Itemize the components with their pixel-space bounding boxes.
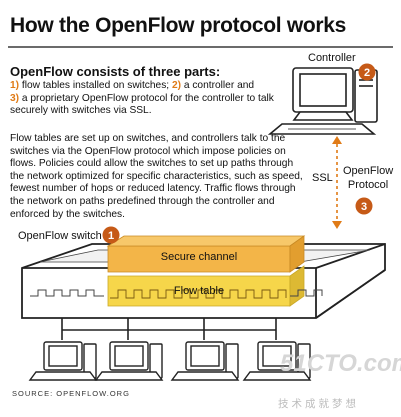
description-paragraph: Flow tables are set up on switches, and … bbox=[10, 133, 303, 220]
workstation-icon bbox=[170, 341, 240, 381]
watermark-tagline: 技术成就梦想 bbox=[278, 398, 359, 410]
badge-1-icon: 1 bbox=[102, 226, 120, 244]
secure-channel-label: Secure channel bbox=[160, 251, 238, 263]
title-divider bbox=[8, 46, 393, 48]
badge-3-icon: 3 bbox=[355, 197, 373, 215]
arrow-up-icon bbox=[332, 136, 342, 144]
part-number-1: 1) bbox=[10, 80, 20, 91]
watermark-logo: 51CTO.com bbox=[280, 350, 401, 377]
page-title: How the OpenFlow protocol works bbox=[10, 14, 347, 37]
badge-3-text: 3 bbox=[361, 201, 367, 213]
openflow-switch-label: OpenFlow switch bbox=[18, 230, 102, 242]
part-number-3: 3) bbox=[10, 92, 20, 104]
badge-2-icon: 2 bbox=[358, 63, 376, 81]
openflow-protocol-line-2: Protocol bbox=[347, 179, 389, 191]
workstation-icon bbox=[94, 341, 164, 381]
openflow-protocol-label: OpenFlow Protocol bbox=[343, 164, 393, 192]
arrow-down-icon bbox=[332, 221, 342, 229]
badge-1-text: 1 bbox=[108, 230, 114, 242]
source-credit: SOURCE: OPENFLOW.ORG bbox=[12, 389, 130, 398]
flow-table-label: Flow table bbox=[173, 285, 225, 297]
workstation-icon bbox=[28, 341, 98, 381]
ssl-label: SSL bbox=[312, 172, 333, 184]
openflow-switch-icon bbox=[21, 235, 386, 319]
part-text-2: a controller and bbox=[181, 80, 255, 91]
controller-computer-icon bbox=[267, 67, 378, 135]
openflow-protocol-line-1: OpenFlow bbox=[343, 165, 394, 177]
parts-list: 1) flow tables installed on switches; 2)… bbox=[10, 80, 290, 118]
workstation-icon bbox=[242, 341, 312, 381]
part-text-3: a proprietary OpenFlow protocol for the … bbox=[10, 92, 274, 117]
part-text-1: flow tables installed on switches; bbox=[19, 80, 172, 91]
part-number-2: 2) bbox=[171, 80, 182, 91]
sub-heading: OpenFlow consists of three parts: bbox=[10, 64, 221, 79]
badge-2-text: 2 bbox=[364, 67, 370, 79]
controller-label: Controller bbox=[308, 52, 356, 64]
network-cables bbox=[61, 318, 277, 340]
